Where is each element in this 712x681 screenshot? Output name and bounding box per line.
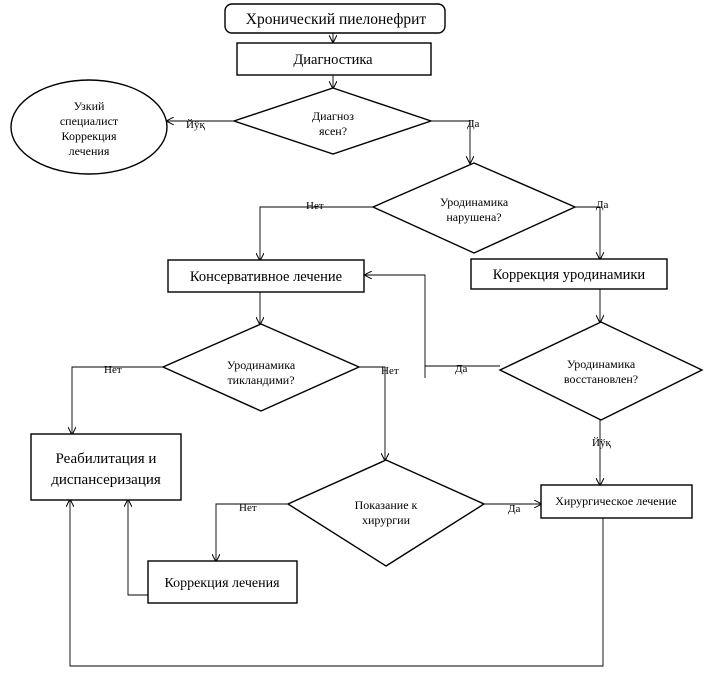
connector-urodyn-correction bbox=[575, 206, 600, 259]
label-yes-restored-2: Да bbox=[455, 363, 468, 375]
urodyn-restored-2-line-1: Уродинамика bbox=[567, 357, 636, 371]
urodyn-disturbed-diamond: Уродинамика нарушена? bbox=[371, 162, 577, 254]
treatment-correction-box: Коррекция лечения bbox=[147, 560, 298, 604]
urodyn-disturbed-line-2: нарушена? bbox=[446, 210, 501, 224]
specialist-line-3: Коррекция bbox=[62, 129, 117, 143]
connector-restored1-rehab bbox=[72, 366, 163, 434]
rehab-line-2: диспансеризация bbox=[51, 472, 161, 488]
urodyn-correction-box: Коррекция уродинамики bbox=[470, 258, 668, 290]
surgery-indication-line-2: хирургии bbox=[362, 513, 411, 527]
title-text: Хронический пиелонефрит bbox=[246, 11, 427, 28]
connectors bbox=[70, 33, 604, 667]
specialist-line-4: лечения bbox=[69, 144, 110, 158]
specialist-ellipse: Узкий специалист Коррекция лечения bbox=[10, 79, 168, 175]
label-no-restored-1-left: Нет bbox=[104, 364, 122, 376]
label-yes-urodyn: Да bbox=[596, 199, 609, 211]
label-no-indication: Нет bbox=[239, 502, 257, 514]
diagnostics-box: Диагностика bbox=[236, 42, 432, 76]
diag-clear-diamond: Диагноз ясен? bbox=[231, 87, 434, 155]
diagnostics-text: Диагностика bbox=[293, 52, 373, 68]
conservative-text: Консервативное лечение bbox=[190, 269, 342, 285]
urodyn-restored-2-diamond: Уродинамика восстановлен? bbox=[498, 321, 704, 421]
urodyn-correction-text: Коррекция уродинамики bbox=[493, 267, 646, 283]
connector-restored2-conservative bbox=[365, 275, 500, 367]
connector-surgery-rehab bbox=[70, 500, 604, 667]
specialist-line-1: Узкий bbox=[74, 99, 105, 113]
surgery-box: Хирургическое лечение bbox=[540, 484, 693, 519]
title-box: Хронический пиелонефрит bbox=[224, 3, 446, 34]
surgery-indication-line-1: Показание к bbox=[355, 498, 418, 512]
connector-restored1-indication bbox=[359, 366, 385, 460]
treatment-correction-text: Коррекция лечения bbox=[164, 576, 280, 591]
specialist-line-2: специалист bbox=[60, 114, 119, 128]
edge-labels: Йўқ Да Нет Да Нет Нет Да Йўқ Нет Да bbox=[104, 118, 611, 515]
label-yes-diag: Да bbox=[467, 118, 480, 130]
urodyn-restored-1-diamond: Уродинамика тикландими? bbox=[161, 323, 361, 412]
connector-indication-treatment bbox=[216, 503, 288, 561]
connector-treatment-rehab bbox=[128, 500, 148, 596]
urodyn-restored-1-line-1: Уродинамика bbox=[227, 358, 296, 372]
rehab-box: Реабилитация и диспансеризация bbox=[30, 433, 182, 501]
label-no-restored-1-right: Нет bbox=[381, 365, 399, 377]
surgery-indication-diamond: Показание к хирургии bbox=[286, 459, 486, 567]
rehab-line-1: Реабилитация и bbox=[56, 451, 157, 467]
label-yes-indication: Да bbox=[508, 503, 521, 515]
surgery-text: Хирургическое лечение bbox=[555, 494, 677, 508]
label-no-restored-2: Йўқ bbox=[592, 437, 611, 449]
conservative-box: Консервативное лечение bbox=[167, 259, 365, 293]
urodyn-restored-1-line-2: тикландими? bbox=[227, 373, 294, 387]
urodyn-restored-2-line-2: восстановлен? bbox=[564, 372, 638, 386]
diag-clear-line-2: ясен? bbox=[319, 124, 347, 138]
connector-urodyn-conservative bbox=[260, 206, 373, 260]
label-no-diag: Йўқ bbox=[186, 119, 205, 131]
label-no-urodyn: Нет bbox=[306, 200, 324, 212]
connector-diag-clear-urodyn bbox=[431, 120, 470, 163]
diag-clear-line-1: Диагноз bbox=[312, 109, 354, 123]
urodyn-disturbed-line-1: Уродинамика bbox=[440, 195, 509, 209]
